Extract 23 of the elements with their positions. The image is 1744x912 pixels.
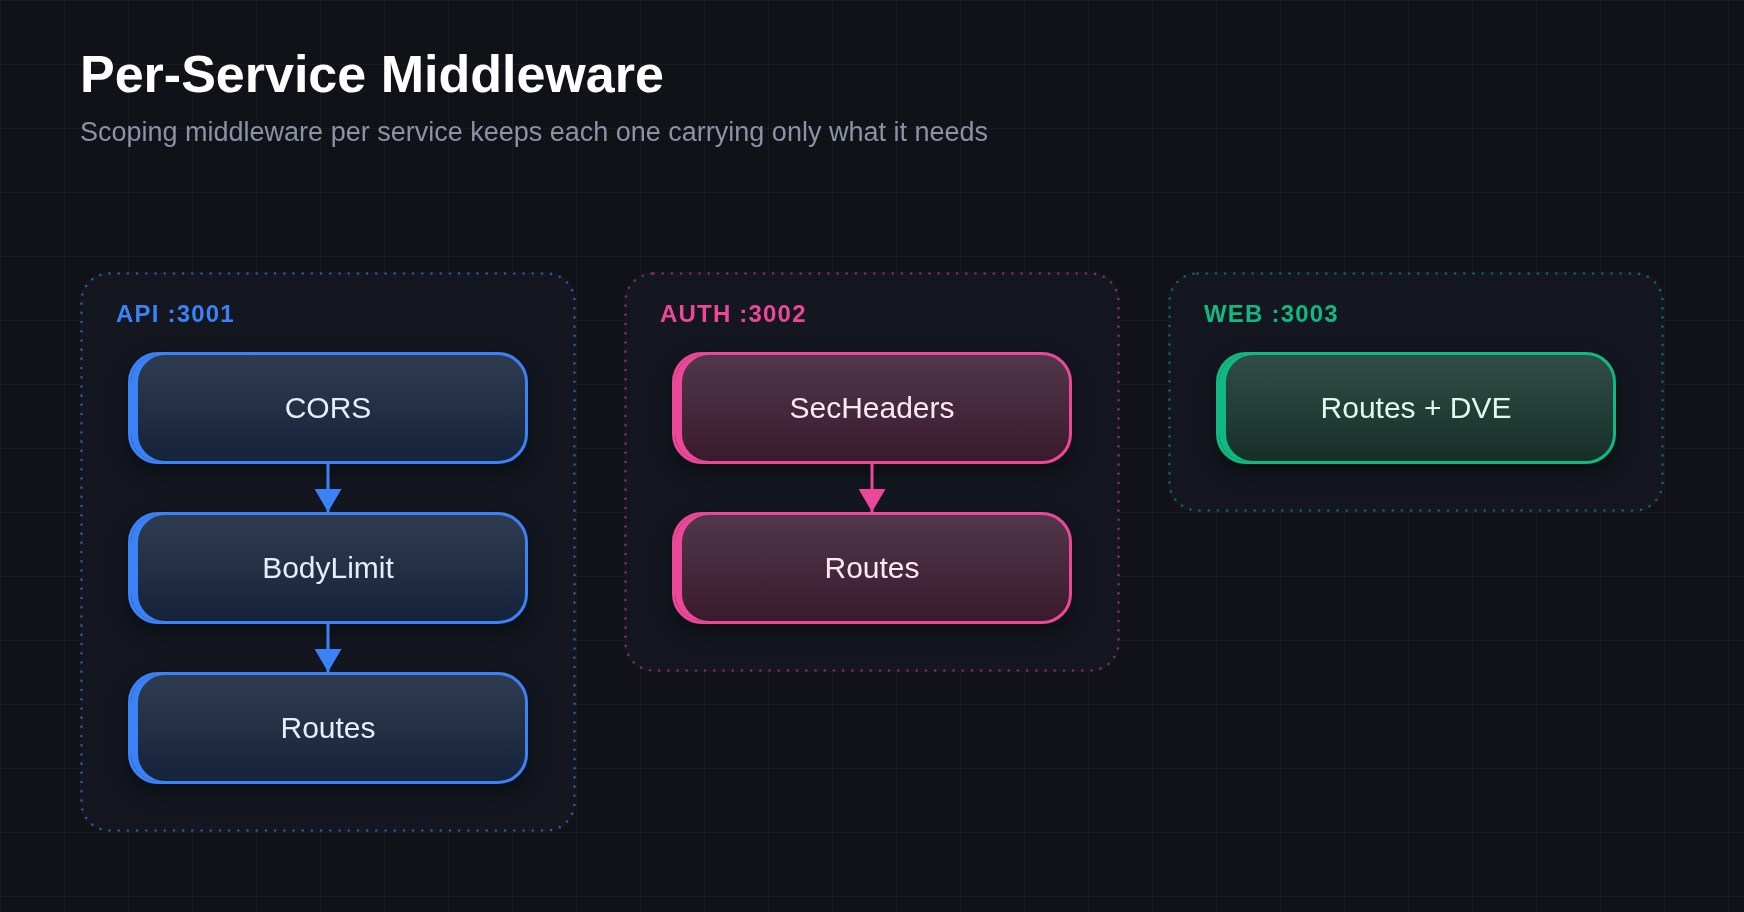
flow-arrow bbox=[314, 624, 342, 672]
middleware-box bbox=[128, 672, 528, 784]
flow-arrow bbox=[858, 464, 886, 512]
title: Per-Service Middleware bbox=[80, 45, 664, 105]
service-label: AUTH :3002 bbox=[660, 300, 807, 329]
middleware-label: Routes bbox=[280, 710, 376, 746]
middleware-label: BodyLimit bbox=[262, 550, 394, 586]
service-panel bbox=[1168, 272, 1664, 512]
service-panel bbox=[80, 272, 576, 832]
service-panel bbox=[624, 272, 1120, 672]
middleware-label: SecHeaders bbox=[789, 390, 955, 426]
flow-arrow bbox=[314, 464, 342, 512]
middleware-box bbox=[128, 352, 528, 464]
middleware-box bbox=[672, 512, 1072, 624]
middleware-label: Routes bbox=[824, 550, 920, 586]
subtitle: Scoping middleware per service keeps each one carrying only what it needs bbox=[80, 116, 988, 149]
service-label: API :3001 bbox=[116, 300, 235, 329]
middleware-box bbox=[672, 352, 1072, 464]
middleware-label: Routes + DVE bbox=[1320, 390, 1512, 426]
middleware-box bbox=[1216, 352, 1616, 464]
service-label: WEB :3003 bbox=[1204, 300, 1339, 329]
middleware-label: CORS bbox=[284, 390, 372, 426]
middleware-box bbox=[128, 512, 528, 624]
